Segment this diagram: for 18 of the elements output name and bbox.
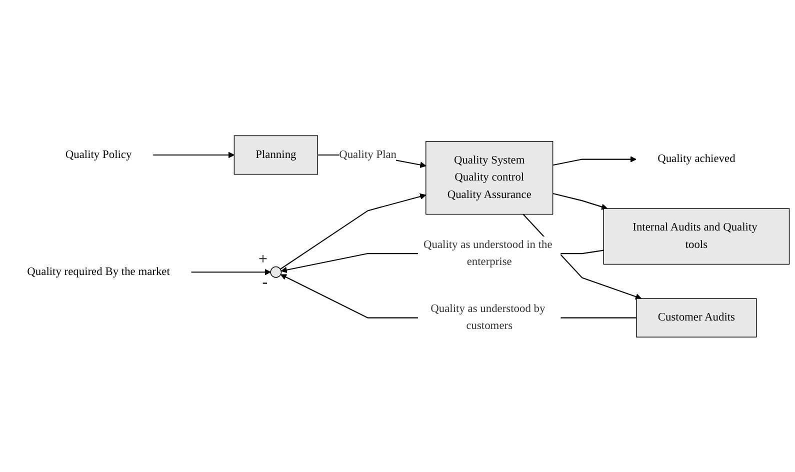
- node-box: Quality System Quality control Quality Assurance: [426, 140, 554, 214]
- node-text: Quality required By the market: [27, 265, 170, 278]
- sign-label: -: [262, 275, 268, 292]
- sign-label: +: [258, 252, 268, 268]
- edge-label: Quality Plan: [339, 148, 397, 160]
- arrow: [552, 192, 608, 210]
- node-box: Internal Audits and Quality tools: [603, 208, 790, 264]
- node-box: Planning: [234, 134, 318, 174]
- node-text: Quality Policy: [65, 148, 132, 160]
- arrow: [280, 193, 426, 270]
- arrow: [153, 151, 234, 158]
- node-box: Customer Audits: [636, 298, 757, 338]
- node-text: Quality achieved: [658, 152, 736, 165]
- edge-label: Quality as understood in the enterprise: [424, 238, 552, 268]
- edge-label: Quality as understood by customers: [430, 302, 546, 332]
- arrow: [191, 268, 271, 275]
- node-circle: [270, 266, 282, 278]
- arrow: [552, 156, 636, 166]
